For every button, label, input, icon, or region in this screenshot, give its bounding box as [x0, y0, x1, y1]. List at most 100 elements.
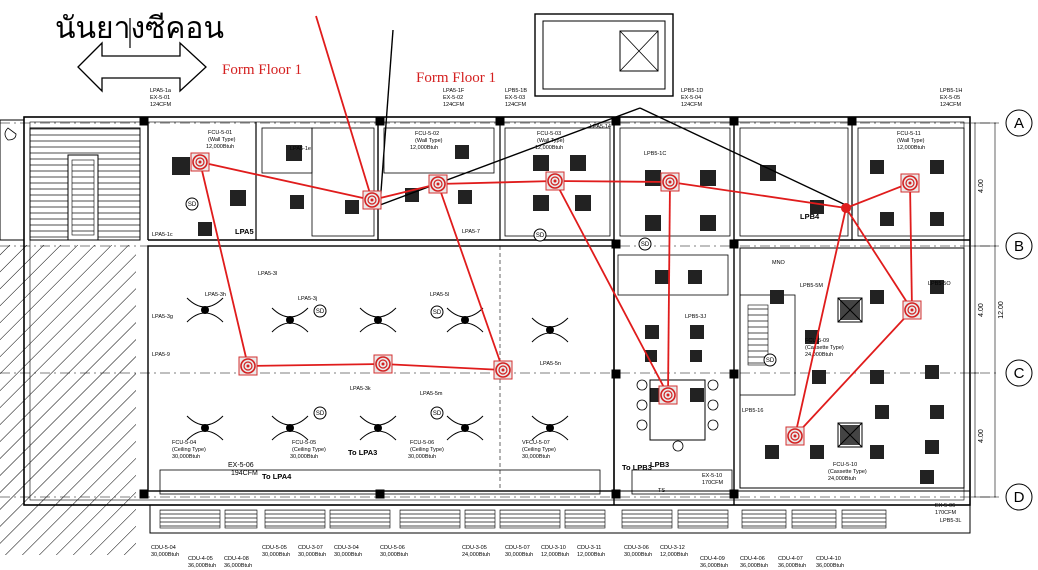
svg-text:36,000Btuh: 36,000Btuh [740, 563, 768, 569]
svg-text:CDU-3-07: CDU-3-07 [298, 545, 323, 551]
svg-text:FCU-5-04: FCU-5-04 [172, 440, 196, 446]
grid-bubble-b: B [1005, 232, 1033, 260]
exhaust-label-7: EX-5-10 170CFM [702, 473, 724, 486]
svg-text:FCU-5-01: FCU-5-01 [208, 130, 232, 136]
svg-text:(Wall Type): (Wall Type) [415, 138, 443, 144]
dimension-lines [971, 122, 999, 498]
svg-text:LPA5-3g: LPA5-3g [152, 314, 173, 320]
fcu-label-6: FCU-5-05 (Ceiling Type) 30,000Btuh [290, 440, 326, 460]
form-floor-label-a: Form Floor 1 [222, 62, 302, 78]
svg-text:LPA5-1c: LPA5-1c [152, 232, 173, 238]
svg-text:30,000Btuh: 30,000Btuh [380, 552, 408, 558]
form-floor-label-b: Form Floor 1 [416, 70, 496, 86]
fcu-label-1: FCU-5-01 (Wall Type) 12,000Btuh [206, 130, 236, 150]
exhaust-label-2: LPA5-1F EX-5-02 124CFM [443, 88, 465, 108]
svg-text:EX-5-06: EX-5-06 [228, 462, 254, 469]
fcu-label-7: FCU-5-06 (Ceiling Type) 30,000Btuh [408, 440, 444, 460]
fcu-label-2: FCU-5-02 (Wall Type) 12,000Btuh [410, 131, 443, 151]
building-walls [23, 116, 971, 506]
svg-text:CDU-3-05: CDU-3-05 [462, 545, 487, 551]
exhaust-label-5: LPB5-1H EX-5-05 124CFM [940, 88, 962, 108]
svg-text:(Ceiling Type): (Ceiling Type) [410, 447, 444, 453]
svg-text:(Ceiling Type): (Ceiling Type) [522, 447, 556, 453]
svg-text:FCU-5-02: FCU-5-02 [415, 131, 439, 137]
left-wall [0, 119, 25, 241]
svg-text:LPA5-3l: LPA5-3l [258, 271, 277, 277]
red-route-lines [199, 15, 913, 437]
svg-text:124CFM: 124CFM [505, 102, 527, 108]
svg-text:194CFM: 194CFM [231, 470, 258, 477]
svg-text:LPA5-5n: LPA5-5n [540, 361, 561, 367]
svg-text:LPB5-3L: LPB5-3L [940, 518, 961, 524]
svg-text:VFCU-5-07: VFCU-5-07 [522, 440, 550, 446]
svg-text:D: D [1014, 489, 1025, 506]
fcu-label-4: FCU-5-11 (Wall Type) 12,000Btuh [897, 131, 925, 151]
svg-text:LPA5-1e: LPA5-1e [290, 146, 311, 152]
svg-text:CDU-3-11: CDU-3-11 [577, 545, 601, 551]
svg-text:LPA5-1a: LPA5-1a [150, 88, 172, 94]
svg-text:LPA5-7: LPA5-7 [462, 229, 480, 235]
svg-text:30,000Btuh: 30,000Btuh [172, 454, 200, 460]
grid-bubble-d: D [1005, 483, 1033, 511]
svg-text:124CFM: 124CFM [150, 102, 172, 108]
fcu-label-8: VFCU-5-07 (Ceiling Type) 30,000Btuh [522, 440, 556, 460]
svg-text:(Cassette Type): (Cassette Type) [828, 469, 867, 475]
svg-text:CDU-5-07: CDU-5-07 [505, 545, 530, 551]
svg-text:FCU-5-11: FCU-5-11 [897, 131, 921, 137]
panel-lpa5: LPA5 [235, 227, 254, 236]
svg-text:LPB5-5M: LPB5-5M [800, 283, 823, 289]
fcu-label-10: FCU-5-10 (Cassette Type) 24,000Btuh [828, 462, 867, 482]
svg-text:CDU-5-05: CDU-5-05 [262, 545, 287, 551]
svg-text:B: B [1014, 238, 1024, 255]
svg-text:12,000Btuh: 12,000Btuh [410, 145, 438, 151]
svg-text:EX-5-04: EX-5-04 [681, 95, 701, 101]
svg-text:12,000Btuh: 12,000Btuh [660, 552, 688, 558]
svg-text:LPA5-5l: LPA5-5l [430, 292, 449, 298]
label-lpb3: LPB3 [650, 460, 669, 469]
svg-text:CDU-3-10: CDU-3-10 [541, 545, 566, 551]
label-to-lpa4: To LPA4 [262, 472, 292, 481]
hatched-area [0, 245, 136, 555]
svg-text:LPB5-16: LPB5-16 [742, 408, 763, 414]
exhaust-label-3: LPB5-1B EX-5-03 124CFM [505, 88, 527, 108]
svg-text:CDU-4-05: CDU-4-05 [188, 556, 213, 562]
exhaust-label-4: LPB5-1D EX-5-04 124CFM [681, 88, 703, 108]
svg-text:24,000Btuh: 24,000Btuh [805, 352, 833, 358]
svg-text:FCU-5-05: FCU-5-05 [292, 440, 316, 446]
svg-text:CDU-5-04: CDU-5-04 [151, 545, 176, 551]
svg-text:(Cassette Type): (Cassette Type) [805, 345, 844, 351]
svg-text:30,000Btuh: 30,000Btuh [298, 552, 326, 558]
label-to-lpb3: To LPB3 [622, 463, 652, 472]
svg-text:EX-5-03: EX-5-03 [505, 95, 525, 101]
svg-text:CDU-5-06: CDU-5-06 [380, 545, 405, 551]
svg-text:LPB5-1C: LPB5-1C [644, 151, 666, 157]
svg-text:LPA5-3j: LPA5-3j [298, 296, 317, 302]
svg-text:36,000Btuh: 36,000Btuh [778, 563, 806, 569]
svg-text:EX-5-01: EX-5-01 [150, 95, 170, 101]
svg-text:CDU-4-07: CDU-4-07 [778, 556, 803, 562]
svg-text:LPA5-1F: LPA5-1F [443, 88, 465, 94]
svg-text:30,000Btuh: 30,000Btuh [151, 552, 179, 558]
svg-text:12,000Btuh: 12,000Btuh [577, 552, 605, 558]
svg-text:LPA5-3h: LPA5-3h [205, 292, 226, 298]
svg-text:LPB5-3J: LPB5-3J [685, 314, 706, 320]
svg-text:FCU-5-03: FCU-5-03 [537, 131, 561, 137]
dim-bd-total: 12.00 [998, 301, 1005, 319]
svg-text:30,000Btuh: 30,000Btuh [290, 454, 318, 460]
double-arrow-icon [77, 41, 207, 93]
thai-label-left: นันยาง [55, 11, 145, 46]
exhaust-label-8: EX-5-06 170CFM [935, 503, 957, 516]
svg-text:LPA5-5m: LPA5-5m [420, 391, 443, 397]
dim-cd: 4.00 [978, 429, 985, 443]
svg-text:LPA5-9: LPA5-9 [152, 352, 170, 358]
svg-text:FCU-5-10: FCU-5-10 [833, 462, 857, 468]
svg-text:30,000Btuh: 30,000Btuh [624, 552, 652, 558]
exhaust-label-1: LPA5-1a EX-5-01 124CFM [150, 88, 172, 108]
svg-text:30,000Btuh: 30,000Btuh [522, 454, 550, 460]
svg-text:EX-5-06: EX-5-06 [935, 503, 955, 509]
svg-text:LPB5-5O: LPB5-5O [928, 281, 951, 287]
elevator-shaft [534, 13, 674, 97]
dim-bc: 4.00 [978, 303, 985, 317]
svg-text:12,000Btuh: 12,000Btuh [541, 552, 569, 558]
